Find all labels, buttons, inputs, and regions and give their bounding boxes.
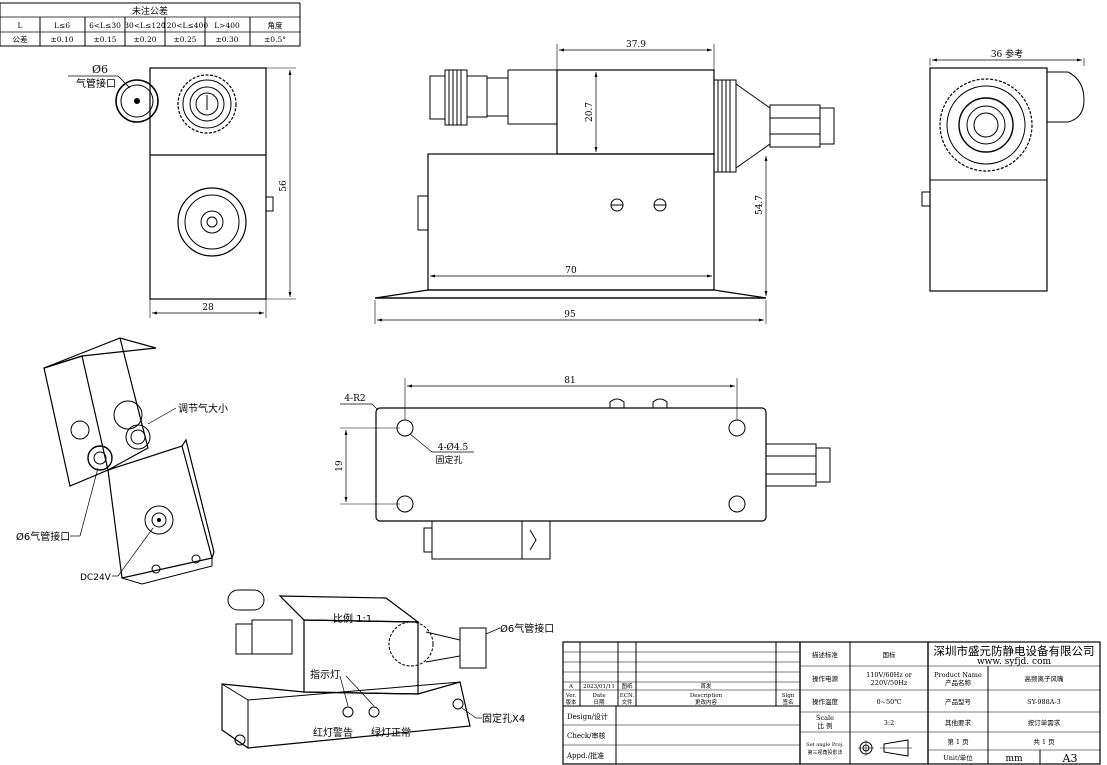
tol-value: ±0.15: [94, 35, 117, 44]
green-label: 绿灯正常: [371, 726, 411, 739]
port-dia-label: Ø6: [92, 63, 108, 76]
scale-value: 3:2: [884, 719, 894, 727]
dim-ref: 36 参考: [991, 48, 1023, 60]
rev-desc: 首发: [700, 682, 712, 690]
model-label: 产品型号: [945, 697, 972, 706]
temp-label: 操作温度: [812, 697, 839, 706]
right-view: 36 参考: [921, 48, 1085, 292]
rev-hdr: Date: [592, 693, 605, 699]
front-view: 37.9 20.7 54.7 70 95: [374, 40, 835, 324]
tol-header: 6<L≤30: [89, 21, 121, 30]
rev-ecn: 图纸: [621, 682, 633, 690]
scale-label: 比例 1:1: [333, 612, 372, 625]
scale-label-1: Scale: [816, 714, 834, 722]
tol-header: 120<L≤400: [162, 21, 208, 30]
appd-label: Appd./批准: [566, 751, 604, 760]
other-value: 按订单需求: [1028, 718, 1061, 727]
other-label: 其他要求: [945, 718, 972, 727]
iso2-port-label: Ø6气管接口: [500, 622, 554, 635]
dim-height: 56: [279, 180, 289, 192]
rev-hdr: 日期: [593, 699, 605, 706]
rev-hdr: 签名: [782, 698, 793, 706]
rev-hdr: 版本: [565, 698, 577, 706]
iso-view-1: 调节气大小 Ø6气管接口 DC24V: [16, 337, 228, 585]
design-label: Design/设计: [567, 712, 608, 721]
tol-value: ±0.5°: [264, 35, 286, 44]
left-view: Ø6 气管接口 56 28: [68, 63, 296, 318]
tol-header: L: [18, 21, 23, 30]
check-label: Check/审核: [567, 731, 606, 740]
rev-hdr: 文件: [621, 698, 633, 706]
model-value: SY-988A-3: [1027, 698, 1061, 706]
product-name-label-2: 产品名称: [945, 678, 972, 687]
red-label: 红灯警告: [313, 726, 353, 739]
rev-hdr: 更改内容: [695, 698, 718, 706]
scale-label-2: 比 例: [817, 721, 832, 730]
rev-hdr: Description: [690, 693, 723, 699]
dim-width: 28: [202, 303, 214, 313]
power-value-1: 110V/60Hz or: [866, 671, 913, 679]
total-label: 共 1 页: [1033, 737, 1055, 746]
rev-ver: A: [568, 684, 574, 690]
iso2-hole-label: 固定孔X4: [482, 712, 525, 725]
dim-small-h: 20.7: [585, 102, 595, 122]
tol-header: 角度: [268, 20, 283, 30]
power-value-2: 220V/50Hz: [871, 679, 908, 687]
dim-length: 81: [564, 376, 575, 386]
lamp-label: 指示灯: [310, 668, 340, 681]
tol-header: 30<L≤120: [124, 21, 166, 30]
projection-symbol: [858, 739, 912, 757]
dim-top: 37.9: [626, 40, 646, 50]
dim-base: 70: [565, 266, 577, 276]
tol-value: ±0.30: [216, 35, 239, 44]
tol-header: L≤6: [54, 21, 70, 30]
tol-value: 公差: [13, 34, 28, 44]
dim-height-bottom: 19: [335, 460, 345, 472]
standard-label: 描述标准: [812, 650, 839, 659]
title-block: A 2023/01/11 图纸 首发 Ver. 版本 Date 日期 ECN. …: [562, 641, 1101, 765]
port-label: 气管接口: [76, 77, 116, 90]
adjust-label: 调节气大小: [178, 402, 228, 415]
standard-value: 国标: [883, 650, 897, 659]
dim-body-h: 54.7: [755, 195, 765, 215]
temp-value: 0~50℃: [876, 698, 901, 706]
tol-value: ±0.10: [51, 35, 74, 44]
product-name-label-1: Product Name: [934, 671, 982, 679]
tol-header: L>400: [214, 21, 240, 30]
proj-label-2: 第三视角投影法: [807, 749, 842, 756]
bottom-view: 81 19 4-R2 4-Ø4.5 固定孔: [335, 376, 831, 560]
rev-date: 2023/01/11: [583, 684, 615, 690]
rev-hdr: ECN.: [620, 693, 635, 699]
company-website: www. syfjd. com: [977, 657, 1052, 667]
size-value: A3: [1062, 752, 1078, 765]
tol-value: ±0.20: [134, 35, 157, 44]
iso-view-2: 比例 1:1 Ø6气管接口 指示灯 红灯警告 绿灯正常 固定孔X4: [221, 589, 554, 749]
proj-label-1: Set angle Proj.: [806, 742, 844, 748]
power-label: 操作电源: [812, 674, 839, 683]
dim-hole: 4-Ø4.5: [438, 442, 469, 453]
dim-total: 95: [564, 310, 576, 320]
unit-value: mm: [1005, 754, 1023, 764]
hole-label: 固定孔: [435, 454, 462, 466]
company-name: 深圳市盛元防静电设备有限公司: [934, 644, 1095, 658]
rev-hdr: Ver.: [565, 693, 577, 699]
iso1-port-label: Ø6气管接口: [16, 530, 70, 543]
page-label: 第 1 页: [947, 737, 969, 746]
power-label: DC24V: [80, 573, 112, 583]
dim-corner: 4-R2: [344, 394, 365, 404]
rev-hdr: Sign: [782, 693, 795, 699]
tol-value: ±0.25: [174, 35, 197, 44]
tolerance-title: 未注公差: [132, 5, 168, 17]
product-name-value: 高频离子风嘴: [1025, 674, 1065, 683]
unit-label: Unit/单位: [943, 753, 973, 762]
tolerance-table: 未注公差 L L≤6 6<L≤30 30<L≤120 120<L≤400 L>4…: [0, 2, 301, 47]
